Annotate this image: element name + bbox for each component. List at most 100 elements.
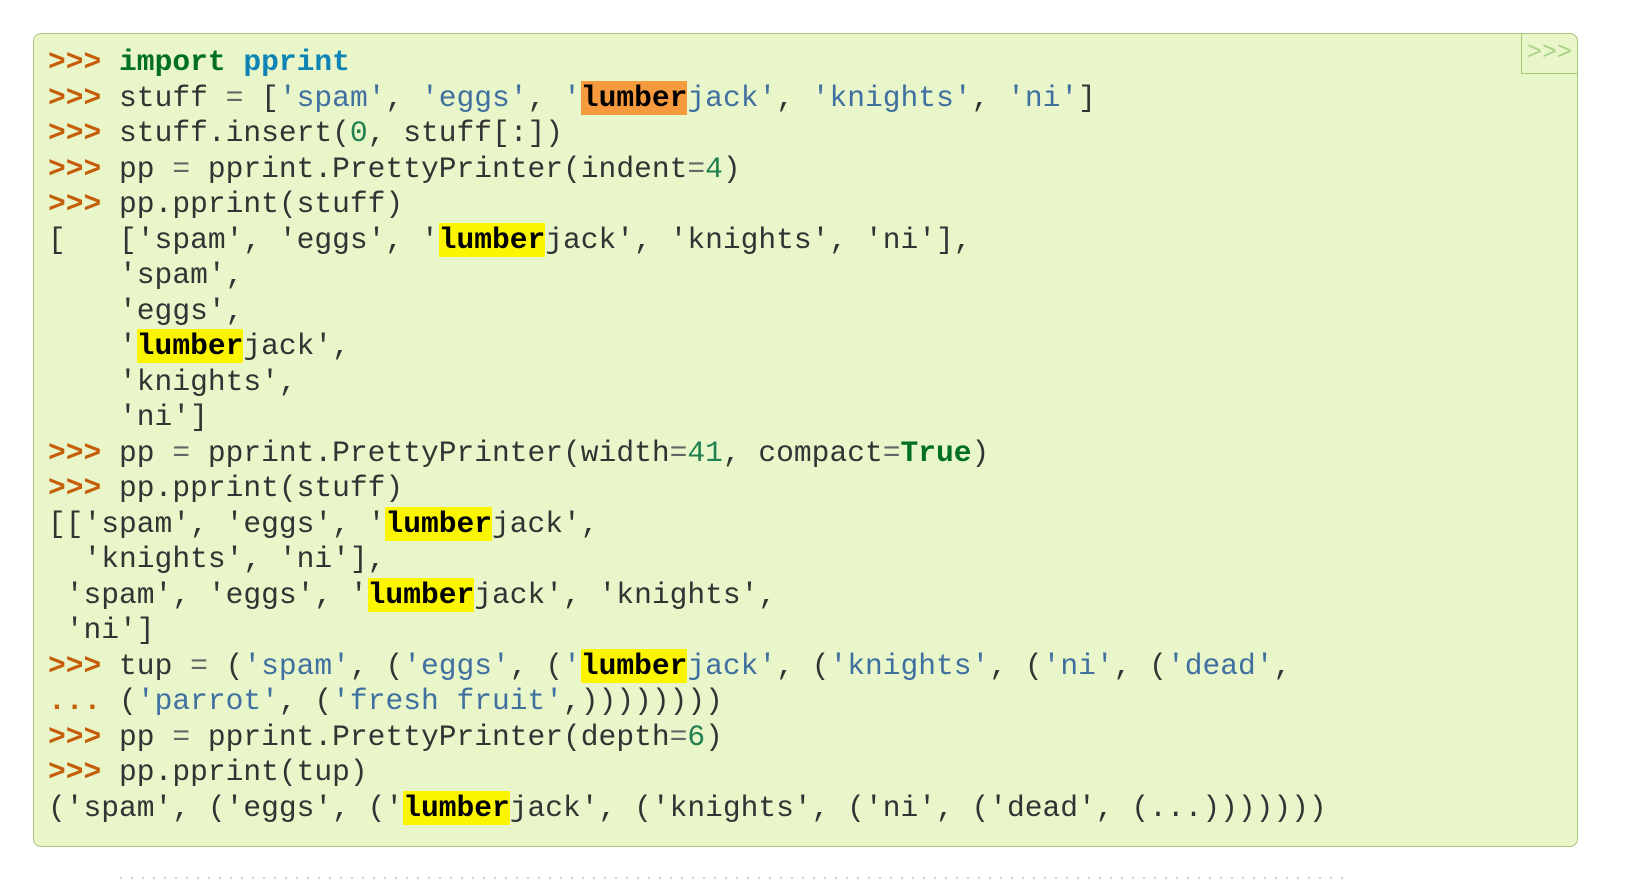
code-text: , (	[1113, 648, 1167, 683]
prompt: >>>	[48, 435, 120, 470]
dotted-divider	[120, 877, 1348, 879]
string-literal: jack'	[687, 648, 777, 683]
output-text: jack',	[243, 329, 350, 363]
code-example-block: >>> >>> import pprint >>> stuff = ['spam…	[33, 33, 1578, 847]
prompt: ...	[48, 684, 120, 718]
output-text: jack', 'knights', 'ni'],	[545, 222, 972, 257]
output-text: jack', ('knights', ('ni', ('dead', (...)…	[509, 790, 1327, 825]
code-line: >>> stuff.insert(0, stuff[:])	[48, 116, 563, 150]
output-text: jack', 'knights',	[474, 577, 777, 612]
code-text: ,	[776, 80, 812, 115]
string-literal: 'fresh fruit'	[332, 684, 564, 718]
code-text: pp.pprint(stuff)	[119, 187, 404, 221]
code-text: pprint.PrettyPrinter(width	[190, 435, 670, 470]
code-text: , stuff[:])	[367, 116, 564, 150]
code-line: >>> import pprint	[48, 45, 350, 79]
search-highlight: lumber	[580, 648, 688, 683]
operator: =	[669, 719, 688, 754]
code-text: pp	[119, 435, 173, 470]
code-line: >>> pp.pprint(stuff)	[48, 187, 403, 221]
code-text: , (	[989, 648, 1043, 683]
prompt: >>>	[48, 648, 120, 683]
operator: =	[172, 151, 191, 186]
search-highlight: lumber	[403, 790, 510, 825]
number-literal: 0	[349, 116, 368, 150]
code-line: >>> stuff = ['spam', 'eggs', 'lumberjack…	[48, 80, 1096, 115]
code-line: ('spam', ('eggs', ('lumberjack', ('knigh…	[48, 790, 1327, 825]
code-text: tup	[119, 648, 191, 683]
string-literal: '	[563, 80, 581, 115]
number-literal: 4	[705, 151, 723, 186]
operator: =	[172, 719, 191, 754]
code-text: , compact	[722, 435, 883, 470]
code-text: [	[243, 80, 279, 115]
prompt: >>>	[48, 719, 120, 754]
prompt: >>>	[48, 187, 120, 221]
search-highlight: lumber	[136, 329, 244, 363]
keyword: True	[900, 435, 972, 470]
code-text: , (	[509, 648, 564, 683]
code-text: stuff	[119, 80, 226, 115]
code-line: 'ni']	[48, 400, 208, 434]
code-text: , (	[349, 648, 404, 683]
code-line: 'ni']	[48, 613, 155, 647]
operator: =	[669, 435, 688, 470]
module-name: pprint	[243, 45, 350, 79]
code-line: 'eggs',	[48, 294, 243, 328]
prompt: >>>	[48, 116, 120, 150]
code-text: ,	[385, 80, 421, 115]
code-line: >>> pp = pprint.PrettyPrinter(indent=4)	[48, 152, 741, 186]
prompt: >>>	[48, 80, 120, 115]
code-text: , (	[776, 648, 830, 683]
output-text: 'knights',	[48, 364, 297, 399]
operator: =	[190, 648, 208, 683]
code-line: 'spam', 'eggs', 'lumberjack', 'knights',	[48, 577, 777, 612]
code-line: >>> pp.pprint(tup)	[48, 755, 368, 789]
string-literal: 'parrot'	[136, 684, 279, 718]
prompt-toggle-button[interactable]: >>>	[1521, 33, 1578, 74]
string-literal: 'spam'	[278, 80, 386, 115]
code-line: >>> pp.pprint(stuff)	[48, 471, 403, 505]
string-literal: 'ni'	[1042, 648, 1114, 683]
code-text: ,	[971, 80, 1008, 115]
prompt: >>>	[48, 151, 120, 186]
code-text: ,	[527, 80, 564, 115]
string-literal: 'spam'	[243, 648, 350, 683]
output-text: 'spam', 'eggs', '	[48, 577, 368, 612]
code-text: ,	[1273, 648, 1292, 683]
search-highlight: lumber	[385, 506, 492, 541]
operator: =	[172, 435, 191, 470]
code-text: pp.pprint(tup)	[119, 755, 368, 789]
number-literal: 6	[687, 719, 706, 754]
output-text: 'eggs',	[48, 293, 244, 328]
operator: =	[882, 435, 901, 470]
string-literal: 'ni'	[1007, 80, 1079, 115]
code-text: pp.pprint(stuff)	[119, 471, 404, 505]
string-literal: 'knights'	[811, 80, 972, 115]
string-literal: jack'	[687, 80, 777, 115]
code-text: ]	[1078, 80, 1096, 115]
search-highlight-active: lumber	[580, 80, 688, 115]
code-area: >>> import pprint >>> stuff = ['spam', '…	[34, 34, 1577, 846]
output-text: 'spam',	[48, 258, 244, 292]
code-line: 'lumberjack',	[48, 329, 350, 363]
operator: =	[225, 80, 244, 115]
code-content: >>> import pprint >>> stuff = ['spam', '…	[48, 45, 1327, 825]
code-line: >>> pp = pprint.PrettyPrinter(depth=6)	[48, 720, 723, 754]
code-text: )	[722, 151, 741, 186]
operator: =	[687, 151, 706, 186]
string-literal: 'knights'	[829, 648, 990, 683]
output-text: ('spam', ('eggs', ('	[48, 790, 404, 825]
search-highlight: lumber	[367, 577, 475, 612]
number-literal: 41	[687, 435, 723, 470]
search-highlight: lumber	[438, 222, 546, 257]
output-text: 'knights', 'ni'],	[48, 542, 386, 576]
code-line: 'spam',	[48, 258, 243, 292]
code-text: )	[705, 719, 723, 754]
code-text: )	[971, 435, 990, 470]
code-line: >>> tup = ('spam', ('eggs', ('lumberjack…	[48, 648, 1292, 683]
prompt: >>>	[48, 45, 120, 79]
code-text: , (	[278, 684, 333, 718]
code-line: >>> pp = pprint.PrettyPrinter(width=41, …	[48, 436, 989, 470]
output-text: [['spam', 'eggs', '	[48, 506, 386, 541]
